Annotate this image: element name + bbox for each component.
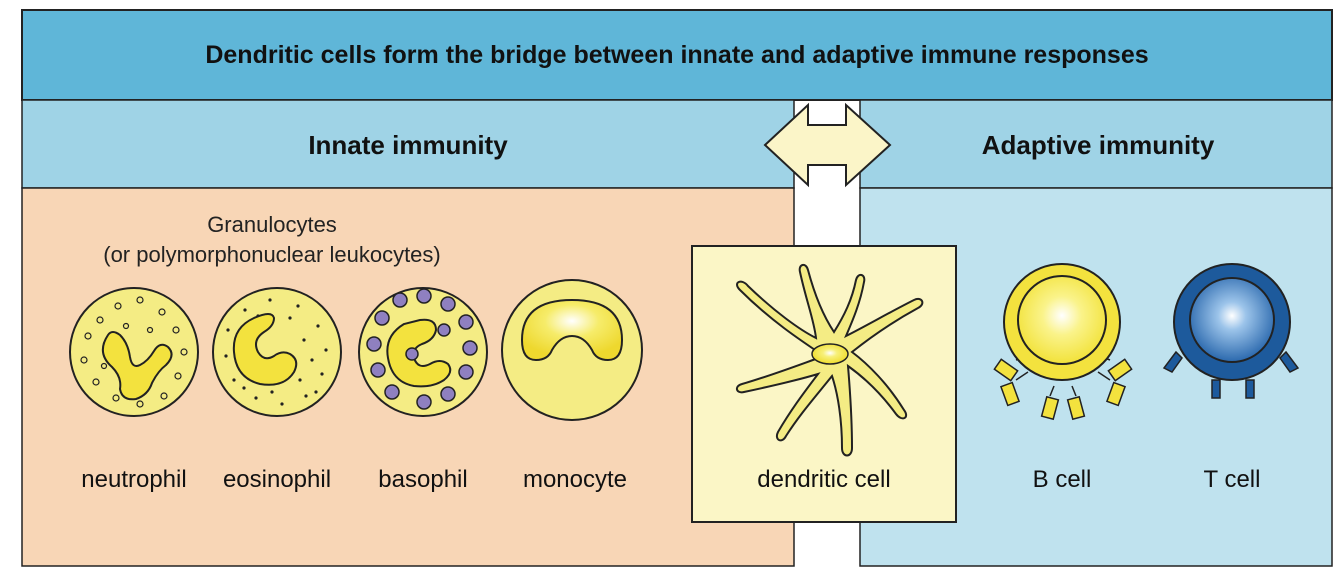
basophil-label: basophil (378, 466, 467, 493)
neutrophil-cell (69, 287, 199, 417)
basophil-nucleus (386, 318, 452, 388)
eosinophil-cell (212, 287, 342, 417)
monocyte-nucleus (520, 298, 624, 362)
granulocytes-sublabel: (or polymorphonuclear leukocytes) (103, 242, 441, 267)
eosinophil-granules (224, 298, 328, 406)
title-bar (21, 9, 1333, 101)
t-cell-nucleus (1189, 277, 1275, 363)
b-cell-nucleus (1017, 275, 1107, 365)
neutrophil-label: neutrophil (81, 466, 186, 493)
t-cell-receptors (1162, 350, 1300, 399)
b-cell (993, 263, 1133, 421)
monocyte-cell (501, 279, 643, 421)
basophil-granules (366, 288, 478, 410)
basophil-cell (358, 287, 488, 417)
dendritic-cell (736, 264, 924, 457)
dendritic-cell-nucleus (811, 343, 849, 365)
innate-immunity-heading: Innate immunity (308, 130, 508, 160)
adaptive-header-bar (859, 99, 1333, 189)
adaptive-immunity-heading: Adaptive immunity (982, 130, 1215, 160)
b-cell-label: B cell (1033, 466, 1092, 493)
bridge-double-arrow (763, 102, 892, 188)
b-cell-receptors (993, 355, 1133, 421)
dendritic-cell-label: dendritic cell (757, 466, 890, 493)
innate-header-bar (21, 99, 795, 189)
eosinophil-nucleus (232, 313, 298, 386)
monocyte-label: monocyte (523, 466, 627, 493)
neutrophil-nucleus (101, 331, 173, 401)
t-cell-label: T cell (1204, 466, 1261, 493)
page-title: Dendritic cells form the bridge between … (205, 41, 1148, 69)
t-cell (1162, 263, 1300, 399)
eosinophil-label: eosinophil (223, 466, 331, 493)
granulocytes-label: Granulocytes (207, 212, 337, 237)
